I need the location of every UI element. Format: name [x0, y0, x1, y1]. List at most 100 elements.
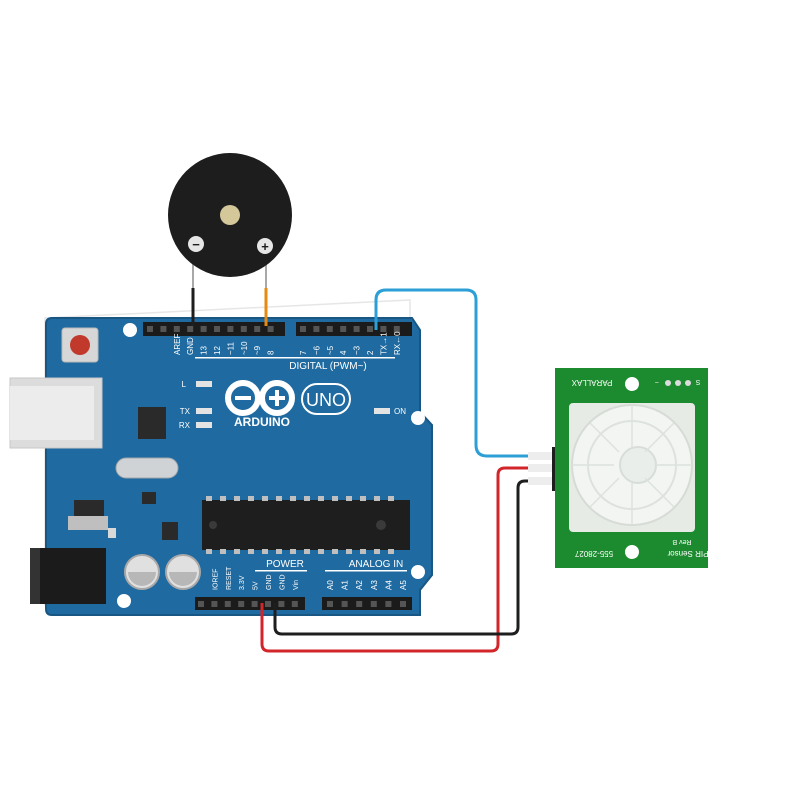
digital-pin-label: GND: [186, 337, 195, 355]
digital-pin-label: ~11: [226, 341, 235, 355]
header-pin-hole: [327, 601, 333, 607]
wire-pir-5v[interactable]: [260, 466, 548, 653]
digital-pin-label: RX←0: [393, 331, 402, 355]
header-pin-hole: [227, 326, 234, 332]
digital-pin-label: ~3: [353, 345, 362, 355]
mounting-hole: [411, 565, 425, 579]
digital-pin-label: 2: [366, 350, 375, 355]
header-pin-hole: [267, 326, 274, 332]
pir-lens-center: [619, 446, 657, 484]
analog-pin-label: A5: [399, 580, 408, 590]
regulator-tab: [68, 516, 108, 530]
header-pin-hole: [367, 326, 373, 332]
piezo-buzzer[interactable]: − +: [168, 153, 292, 324]
buzzer-minus-terminal: [188, 236, 204, 252]
header-pin-hole: [238, 601, 245, 607]
power-pin-label: IOREF: [212, 569, 219, 590]
header-pin-hole: [160, 326, 167, 332]
led-l: [196, 381, 212, 387]
pir-pin-minus: [528, 477, 552, 485]
analog-pin-label: A1: [341, 580, 350, 590]
analog-in-label: ANALOG IN: [349, 559, 403, 570]
wire-pir-gnd[interactable]: [273, 479, 548, 636]
voltage-regulator: [74, 500, 104, 518]
buzzer-minus-label: −: [192, 237, 200, 252]
mounting-hole: [117, 594, 131, 608]
chip-notch: [209, 521, 217, 529]
mounting-hole: [411, 411, 425, 425]
header-pin-hole: [211, 601, 218, 607]
digital-pin-label: 7: [299, 350, 308, 355]
analog-pin-label: A0: [326, 580, 335, 590]
pir-name-text: PIR Sensor: [667, 549, 708, 558]
digital-pin-label: TX→1: [379, 332, 388, 355]
led-l-label: L: [182, 380, 187, 389]
power-pin-label: RESET: [226, 566, 233, 590]
power-pin-label: 3.3V: [239, 575, 246, 590]
header-pin-hole: [200, 326, 207, 332]
pir-pin-plus: [528, 464, 552, 472]
analog-pin-label: A2: [355, 580, 364, 590]
header-pin-hole: [353, 326, 360, 332]
crystal-oscillator: [115, 457, 179, 479]
power-label-rule: [255, 570, 307, 572]
capacitor-shade: [169, 572, 197, 586]
digital-pin-holes: [147, 326, 400, 332]
header-pin-hole: [326, 326, 333, 332]
wire-pir-signal-pin2[interactable]: [374, 288, 548, 458]
analog-header: [322, 597, 412, 610]
buzzer-hole: [220, 205, 240, 225]
smd-component: [142, 492, 156, 504]
chip-dot: [376, 520, 386, 530]
pir-pin-minus-label: −: [655, 378, 659, 385]
analog-pin-label: A4: [384, 580, 393, 590]
pir-lens-segments: [572, 405, 692, 525]
reset-button[interactable]: [70, 335, 90, 355]
power-label: POWER: [266, 559, 304, 570]
digital-pin-label: ~9: [253, 345, 262, 355]
led-on-label: ON: [394, 407, 406, 416]
pir-pad: [675, 380, 681, 386]
header-pin-hole: [173, 326, 180, 332]
header-pin-hole: [370, 601, 377, 607]
pir-pin-signal: [528, 452, 552, 460]
dc-jack-edge: [30, 548, 40, 604]
small-chip: [138, 407, 166, 439]
power-pin-label: 5V: [253, 581, 260, 590]
led-tx: [196, 408, 212, 414]
pir-pad: [685, 380, 691, 386]
header-pin-hole: [251, 601, 258, 607]
power-pin-label: GND: [266, 574, 273, 590]
smd-component: [108, 528, 116, 538]
pir-sensor-module[interactable]: PARALLAX − S PIR Sensor Rev B 555-28027: [528, 368, 708, 568]
capacitor-shade: [128, 572, 156, 586]
uno-text: UNO: [306, 390, 346, 410]
power-pin-label: Vin: [293, 580, 300, 590]
header-pin-hole: [313, 326, 320, 332]
pir-part-number: 555-28027: [574, 549, 613, 558]
digital-pin-label: 4: [339, 350, 348, 355]
pir-rev-text: Rev B: [672, 538, 691, 545]
pir-pad: [665, 380, 671, 386]
buzzer-plus-label: +: [261, 239, 269, 254]
digital-pin-label: ~5: [326, 345, 335, 355]
led-rx-label: RX: [179, 421, 191, 430]
digital-pwm-label: DIGITAL (PWM~): [289, 361, 367, 372]
header-pin-hole: [385, 601, 392, 607]
header-pin-hole: [341, 601, 348, 607]
header-pin-hole: [291, 601, 298, 607]
header-pin-hole: [400, 601, 406, 607]
buzzer-plus-terminal: [257, 238, 273, 254]
pir-brand-text: PARALLAX: [571, 378, 612, 387]
usb-connector-inner: [10, 386, 94, 440]
header-pin-hole: [380, 326, 387, 332]
header-pin-hole: [265, 601, 271, 607]
wires: [191, 288, 548, 653]
header-pin-hole: [393, 326, 400, 332]
digital-pin-label: 12: [213, 346, 222, 355]
